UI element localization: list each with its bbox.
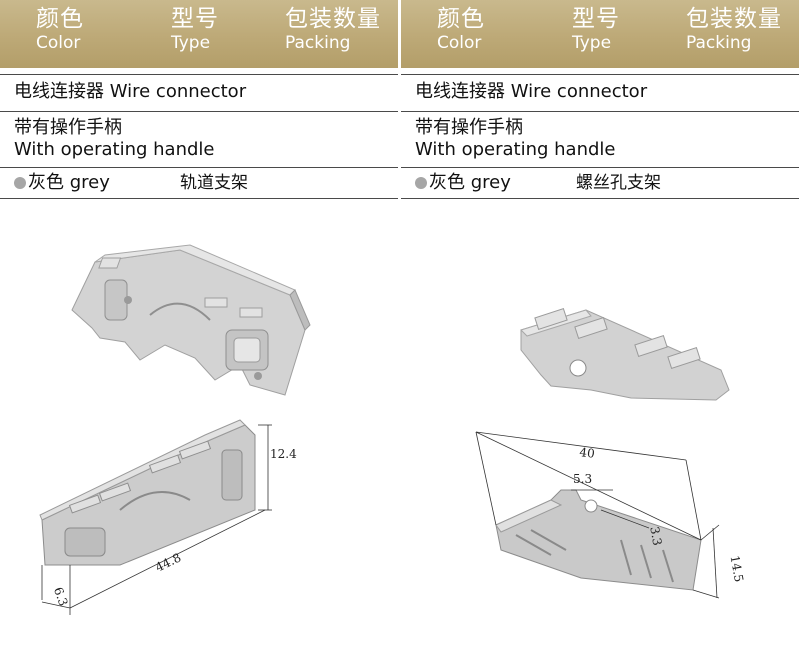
divider (401, 111, 799, 112)
header-type: 型号 Type (171, 6, 219, 53)
header-packing: 包装数量 Packing (686, 6, 782, 53)
mounting-type: 螺丝孔支架 (576, 173, 661, 193)
dimension-height: 14.5 (728, 554, 746, 583)
feature-en: With operating handle (415, 139, 616, 160)
divider (0, 74, 398, 75)
dimension-length: 44.8 (153, 550, 183, 574)
right-product-panel: 颜色 Color 型号 Type 包装数量 Packing 电线连接器 Wire… (401, 0, 799, 649)
product-name: 电线连接器 Wire connector (415, 81, 648, 102)
mounting-type: 轨道支架 (180, 173, 248, 193)
screw-plate-3d-image (520, 308, 730, 401)
divider (401, 198, 799, 199)
rail-mount-connector-illustration: 12.4 44.8 6.3 (39, 244, 311, 615)
left-product-panel: 颜色 Color 型号 Type 包装数量 Packing 电线连接器 Wire… (0, 0, 398, 649)
feature-cn: 带有操作手柄 (415, 117, 523, 138)
color-dot-icon (415, 177, 427, 189)
rail-connector-3d-image (71, 244, 311, 396)
screw-mount-connector-illustration: 40 5.3 3.3 14.5 (475, 308, 746, 599)
dimension-length: 40 (579, 445, 596, 461)
screw-plate-dimension-drawing: 40 5.3 3.3 14.5 (475, 431, 746, 599)
divider (0, 198, 398, 199)
header-type: 型号 Type (572, 6, 620, 53)
dimension-offset: 3.3 (647, 525, 664, 546)
color-value: 灰色 grey (14, 172, 110, 194)
dimension-height: 12.4 (270, 447, 297, 461)
divider (401, 74, 799, 75)
color-dot-icon (14, 177, 26, 189)
feature-en: With operating handle (14, 139, 215, 160)
divider (401, 167, 799, 168)
table-header: 颜色 Color 型号 Type 包装数量 Packing (0, 0, 398, 68)
dimension-width: 6.3 (51, 585, 71, 608)
feature-cn: 带有操作手柄 (14, 117, 122, 138)
product-name: 电线连接器 Wire connector (14, 81, 247, 102)
dimension-hole: 5.3 (573, 472, 592, 486)
divider (0, 111, 398, 112)
header-packing: 包装数量 Packing (285, 6, 381, 53)
rail-connector-dimension-drawing: 12.4 44.8 6.3 (39, 419, 297, 615)
header-color: 颜色 Color (36, 6, 84, 53)
divider (0, 167, 398, 168)
header-color: 颜色 Color (437, 6, 485, 53)
color-value: 灰色 grey (415, 172, 511, 194)
table-header: 颜色 Color 型号 Type 包装数量 Packing (401, 0, 799, 68)
